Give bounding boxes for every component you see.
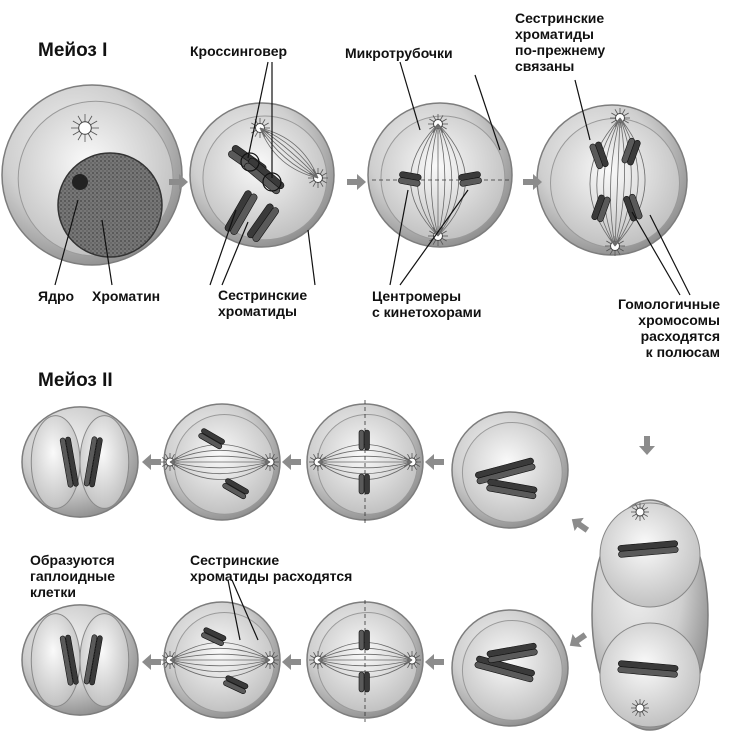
label-sister-chromatids: Сестринские хроматиды <box>218 287 307 319</box>
cell-metaphase-1 <box>368 103 512 247</box>
label-nucleus: Ядро <box>38 288 74 304</box>
arrow-row2-b <box>282 454 301 470</box>
cell-anaphase-2-bottom <box>161 602 280 718</box>
cell-telophase-2-bottom <box>22 605 138 715</box>
chromosome <box>359 630 370 650</box>
label-sister-chromatids-linked: Сестринские хроматиды по-прежнему связан… <box>515 10 605 74</box>
cell-metaphase-2-top <box>307 400 423 525</box>
cell-anaphase-2-top <box>161 404 280 520</box>
daughter-cell <box>80 614 129 707</box>
arrow-to-top-branch <box>567 513 592 537</box>
arrow-row3-b <box>282 654 301 670</box>
label-sisters-separate: Сестринские хроматиды расходятся <box>190 552 352 584</box>
meiosis-1-title: Мейоз I <box>38 40 107 62</box>
label-chromatin: Хроматин <box>92 288 160 304</box>
cell-prophase-2-bottom <box>452 610 568 726</box>
chromosome <box>359 474 370 494</box>
meiosis-2-title: Мейоз II <box>38 370 113 392</box>
cell-crossingover <box>190 103 334 247</box>
label-microtubules: Микротрубочки <box>345 45 453 61</box>
cell-metaphase-2-bottom <box>307 600 423 722</box>
label-centromeres: Центромеры с кинетохорами <box>372 288 482 320</box>
daughter-cell <box>80 416 129 509</box>
nucleus <box>58 153 162 257</box>
label-crossingover: Кроссинговер <box>190 43 287 59</box>
arrow-2 <box>347 174 366 190</box>
cell-anaphase-1 <box>537 105 687 256</box>
arrow-to-bottom-branch <box>565 628 590 652</box>
chromosome <box>359 430 370 450</box>
arrow-down <box>639 436 655 455</box>
cell-telophase-1 <box>592 500 708 730</box>
arrow-row2-c <box>142 454 161 470</box>
pointer-line <box>308 230 315 285</box>
arrow-row2-a <box>425 454 444 470</box>
cell-prophase-1 <box>2 85 182 265</box>
arrow-row3-a <box>425 654 444 670</box>
label-homologs-separate: Гомологичные хромосомы расходятся к полю… <box>560 296 720 360</box>
arrow-row3-c <box>142 654 161 670</box>
cell-telophase-2-top <box>22 407 138 517</box>
cell-prophase-2-top <box>452 412 568 528</box>
chromosome <box>359 672 370 692</box>
label-haploid-cells: Образуются гаплоидные клетки <box>30 552 115 600</box>
nucleolus <box>72 174 88 190</box>
